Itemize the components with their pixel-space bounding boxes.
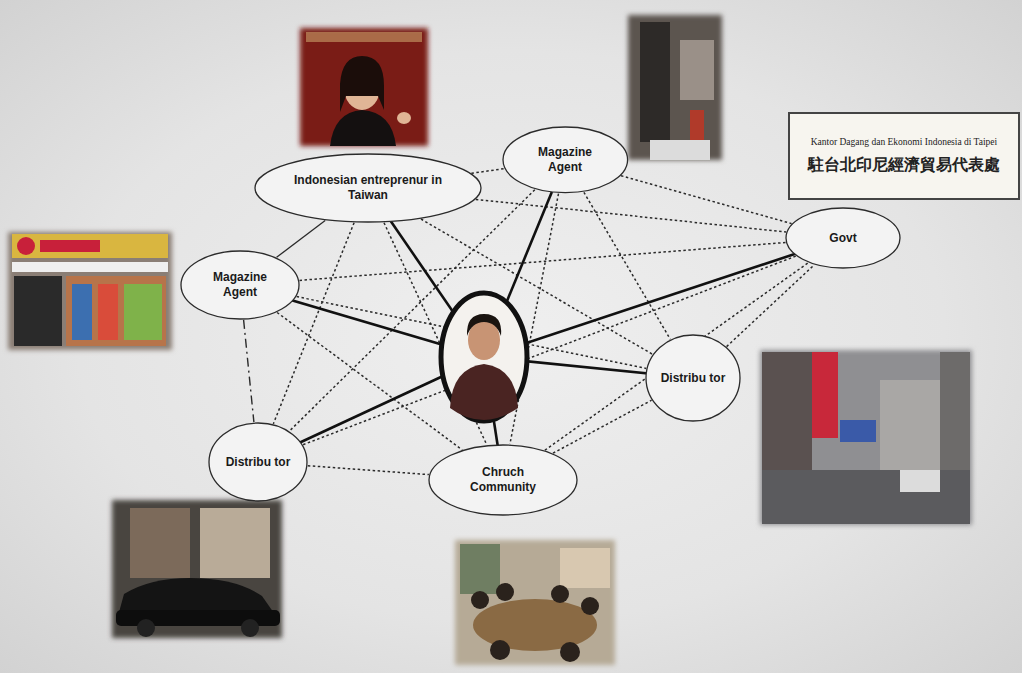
ellipse-node: Chruch Community — [428, 444, 578, 516]
relation-line — [727, 265, 815, 347]
node-label: Magazine Agent — [197, 270, 283, 300]
relation-line — [553, 400, 652, 453]
photo-distributor-car — [112, 500, 282, 638]
node-label: Distribu tor — [226, 455, 291, 470]
photo-entrepreneur — [300, 28, 428, 146]
relation-line — [471, 169, 503, 174]
relation-line — [300, 243, 786, 281]
node-label: Govt — [829, 231, 856, 246]
relation-line — [476, 199, 786, 232]
photo-magazine-shop — [8, 232, 172, 350]
node-label: Magazine Agent — [523, 145, 607, 175]
relation-line — [303, 256, 796, 445]
sign-text: Kantor Dagang dan Ekonomi Indonesia di T… — [807, 137, 1001, 147]
relation-line — [273, 223, 354, 424]
ellipse-node: Magazine Agent — [180, 250, 300, 320]
relation-line — [277, 220, 326, 257]
photo-distributor-street — [760, 350, 972, 525]
relation-line — [308, 466, 429, 475]
relation-line — [621, 176, 792, 224]
ellipse-node: Magazine Agent — [502, 126, 629, 194]
relation-line — [244, 320, 254, 422]
photo-shop-street — [628, 15, 722, 160]
ellipse-node: Indonesian entreprenur in Taiwan — [254, 153, 482, 223]
government-sign: Kantor Dagang dan Ekonomi Indonesia di T… — [788, 112, 1020, 200]
ellipse-node: Distribu tor — [208, 422, 308, 502]
sign-text-chinese: 駐台北印尼經濟貿易代表處 — [808, 155, 1000, 176]
ellipse-node: Govt — [785, 207, 901, 269]
ellipse-node: Distribu tor — [645, 334, 741, 422]
node-label: Chruch Community — [449, 465, 557, 495]
central-portrait — [441, 293, 527, 421]
node-label: Indonesian entreprenur in Taiwan — [286, 173, 450, 203]
photo-church-community — [455, 540, 615, 665]
node-label: Distribu tor — [661, 371, 726, 386]
relation-line — [584, 192, 670, 339]
